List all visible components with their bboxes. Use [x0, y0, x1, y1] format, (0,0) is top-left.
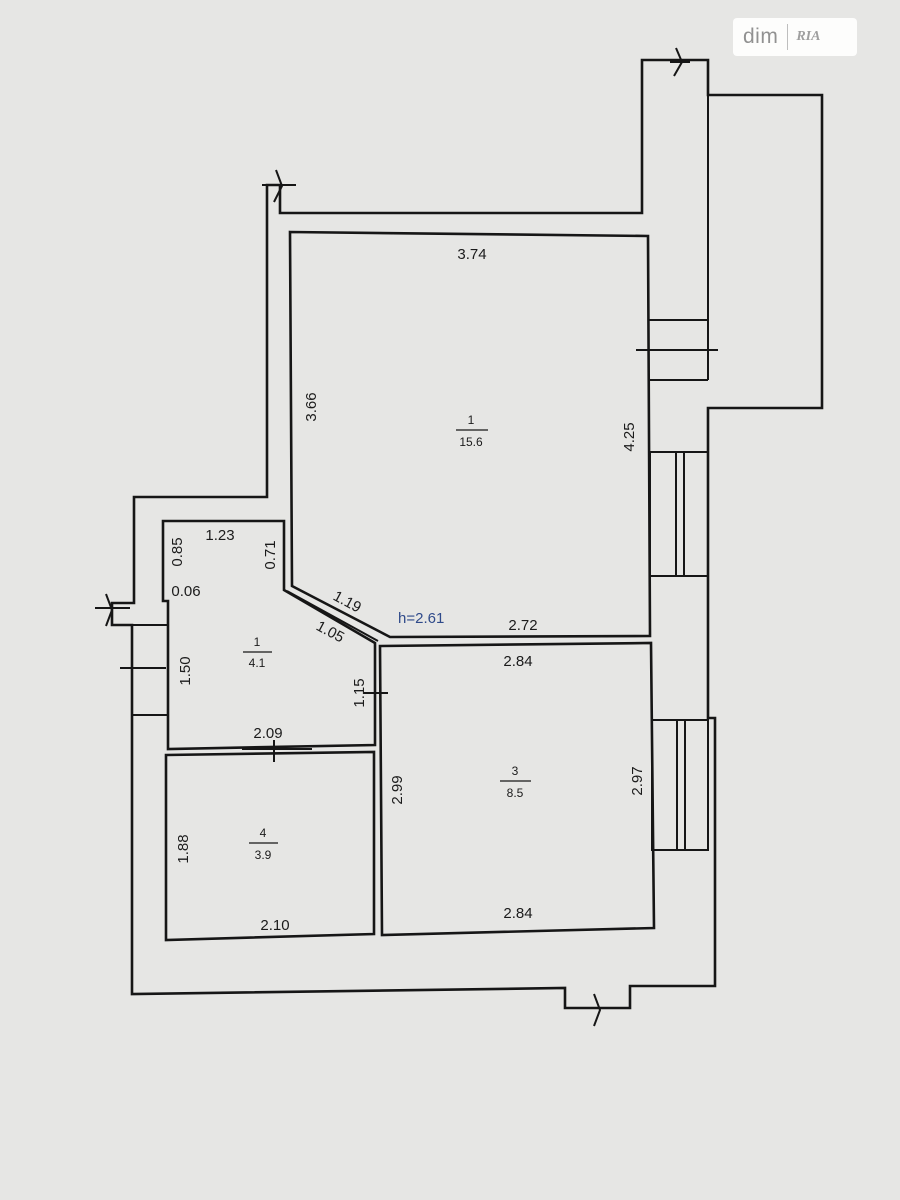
dim-room-3-right: 2.97	[629, 766, 646, 795]
room-4-area: 3.9	[255, 848, 272, 862]
ceiling-height: h=2.61	[398, 610, 444, 627]
room-2-outline	[288, 230, 652, 639]
break-mark-top-left	[262, 169, 296, 203]
room-label-2: 1 15.6	[456, 413, 488, 449]
window-room-3	[651, 719, 709, 851]
dim-room-2-bottom: 2.72	[508, 617, 537, 634]
dim-room-1-right-upper: 0.71	[262, 540, 279, 569]
room-2-area: 15.6	[459, 435, 483, 449]
room-3-outline	[378, 641, 656, 937]
dim-room-3-left: 2.99	[389, 775, 406, 804]
dim-room-4-bottom: 2.10	[260, 917, 289, 934]
room-label-1: 1 4.1	[243, 635, 272, 670]
dim-room-3-bottom: 2.84	[503, 905, 532, 922]
window-room-2-lower	[649, 451, 709, 577]
dim-room-1-right: 1.15	[351, 678, 368, 707]
logo-brand-text: dim	[743, 25, 779, 48]
room-2-number: 1	[468, 413, 475, 427]
logo-ria-text: RIA	[796, 29, 821, 44]
dim-ria-logo: dim RIA	[733, 18, 857, 56]
room-4-number: 4	[260, 826, 267, 840]
break-mark-top-right	[670, 47, 690, 77]
dim-room-2-left: 3.66	[303, 392, 320, 421]
window-room-1	[120, 624, 168, 716]
room-1-area: 4.1	[249, 656, 266, 670]
break-mark-bottom	[578, 993, 618, 1027]
logo-separator	[787, 24, 789, 50]
room-3-area: 8.5	[507, 786, 524, 800]
dim-room-3-top: 2.84	[503, 653, 532, 670]
dim-room-1-bottom: 2.09	[253, 725, 282, 742]
room-3-number: 3	[512, 764, 519, 778]
dim-room-1-left-upper: 0.85	[169, 537, 186, 566]
dim-room-1-left: 1.50	[177, 656, 194, 685]
dim-room-4-left: 1.88	[175, 834, 192, 863]
break-mark-left	[95, 593, 130, 627]
room-1-outline	[161, 519, 377, 751]
dim-room-2-right: 4.25	[621, 422, 638, 451]
room-1-number: 1	[254, 635, 261, 649]
dim-room-1-jog: 0.06	[171, 583, 200, 600]
dim-room-2-top: 3.74	[457, 246, 486, 263]
dim-room-1-top: 1.23	[205, 527, 234, 544]
window-room-2-upper	[636, 319, 718, 381]
dim-room-1-diagonal-outer: 1.19	[330, 588, 364, 617]
room-4-outline	[164, 750, 376, 942]
room-label-3: 3 8.5	[500, 764, 531, 800]
room-label-4: 4 3.9	[249, 826, 278, 862]
